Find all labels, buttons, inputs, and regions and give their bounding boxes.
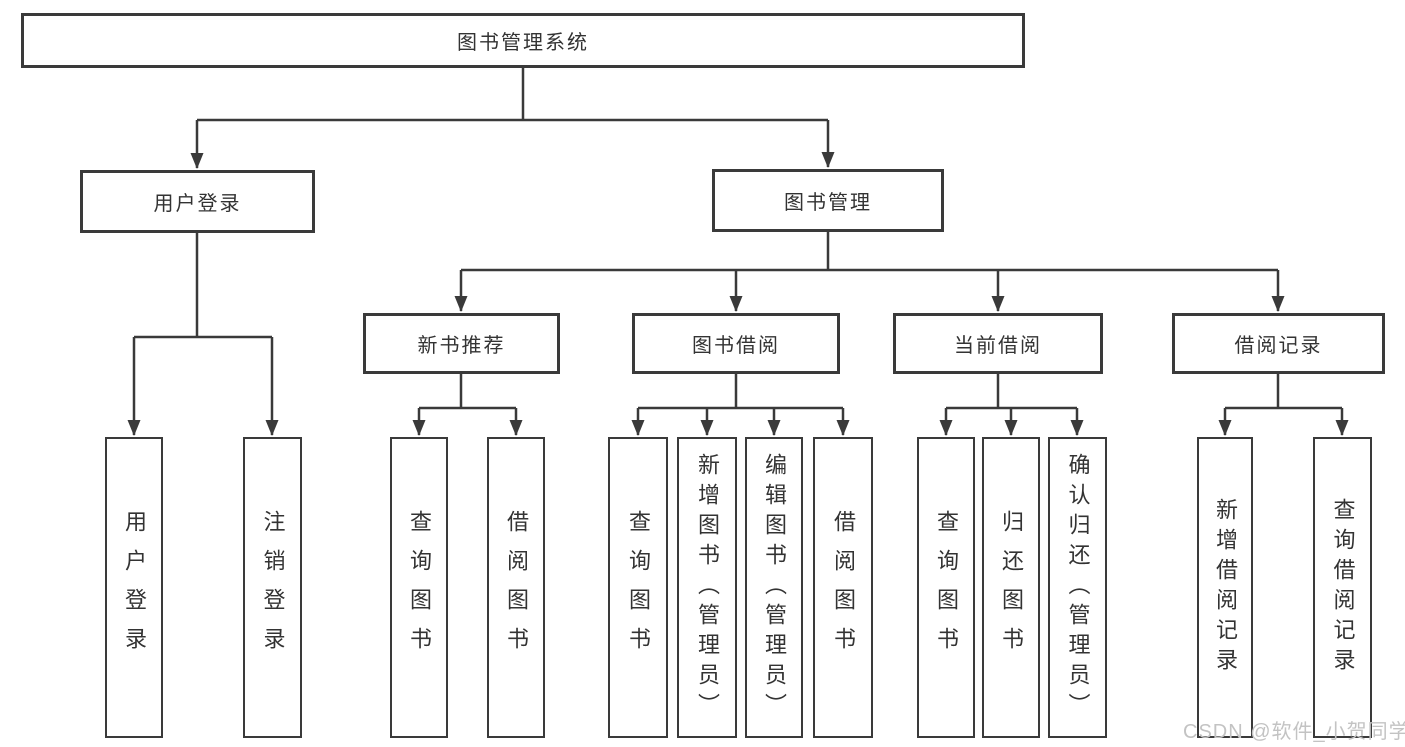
node-new-book-recommend: 新书推荐 (363, 313, 560, 374)
node-current-borrow: 当前借阅 (893, 313, 1103, 374)
leaf-logout: 注销登录 (243, 437, 302, 738)
leaf-user-login: 用户登录 (105, 437, 163, 738)
node-new-book-recommend-label: 新书推荐 (417, 335, 506, 357)
leaf-query-borrow-record-label: 查询借阅记录 (1330, 497, 1356, 678)
leaf-confirm-return-admin-label: 确认归还（管理员） (1065, 452, 1091, 723)
leaf-add-book-admin-label: 新增图书（管理员） (695, 452, 720, 723)
leaf-add-book-admin: 新增图书（管理员） (677, 437, 737, 738)
node-book-management: 图书管理 (712, 169, 944, 232)
leaf-edit-book-admin-label: 编辑图书（管理员） (762, 452, 787, 723)
leaf-query-books-recommend-label: 查询图书 (407, 509, 432, 666)
leaf-query-books-recommend: 查询图书 (390, 437, 448, 738)
node-book-borrow-label: 图书借阅 (692, 335, 780, 357)
node-borrow-records: 借阅记录 (1172, 313, 1385, 374)
node-book-management-label: 图书管理 (784, 192, 872, 214)
leaf-logout-label: 注销登录 (260, 509, 286, 666)
leaf-query-borrow-record: 查询借阅记录 (1313, 437, 1372, 738)
leaf-borrow-books-label: 借阅图书 (831, 509, 856, 666)
node-current-borrow-label: 当前借阅 (954, 335, 1042, 357)
leaf-user-login-label: 用户登录 (122, 509, 147, 666)
node-book-borrow: 图书借阅 (632, 313, 840, 374)
leaf-edit-book-admin: 编辑图书（管理员） (745, 437, 803, 738)
leaf-return-book: 归还图书 (982, 437, 1040, 738)
node-root: 图书管理系统 (21, 13, 1025, 68)
leaf-add-borrow-record-label: 新增借阅记录 (1213, 497, 1238, 678)
leaf-query-books-borrow: 查询图书 (608, 437, 668, 738)
leaf-borrow-books-recommend: 借阅图书 (487, 437, 545, 738)
leaf-add-borrow-record: 新增借阅记录 (1197, 437, 1253, 738)
node-user-login-label: 用户登录 (153, 193, 242, 215)
leaf-confirm-return-admin: 确认归还（管理员） (1048, 437, 1107, 738)
leaf-borrow-books-recommend-label: 借阅图书 (504, 509, 529, 666)
leaf-borrow-books: 借阅图书 (813, 437, 873, 738)
node-root-label: 图书管理系统 (457, 32, 589, 54)
node-user-login: 用户登录 (80, 170, 315, 233)
leaf-query-books-borrow-label: 查询图书 (626, 509, 651, 666)
leaf-query-books-current-label: 查询图书 (934, 509, 959, 666)
leaf-query-books-current: 查询图书 (917, 437, 975, 738)
leaf-return-book-label: 归还图书 (999, 509, 1024, 666)
node-borrow-records-label: 借阅记录 (1234, 335, 1323, 357)
